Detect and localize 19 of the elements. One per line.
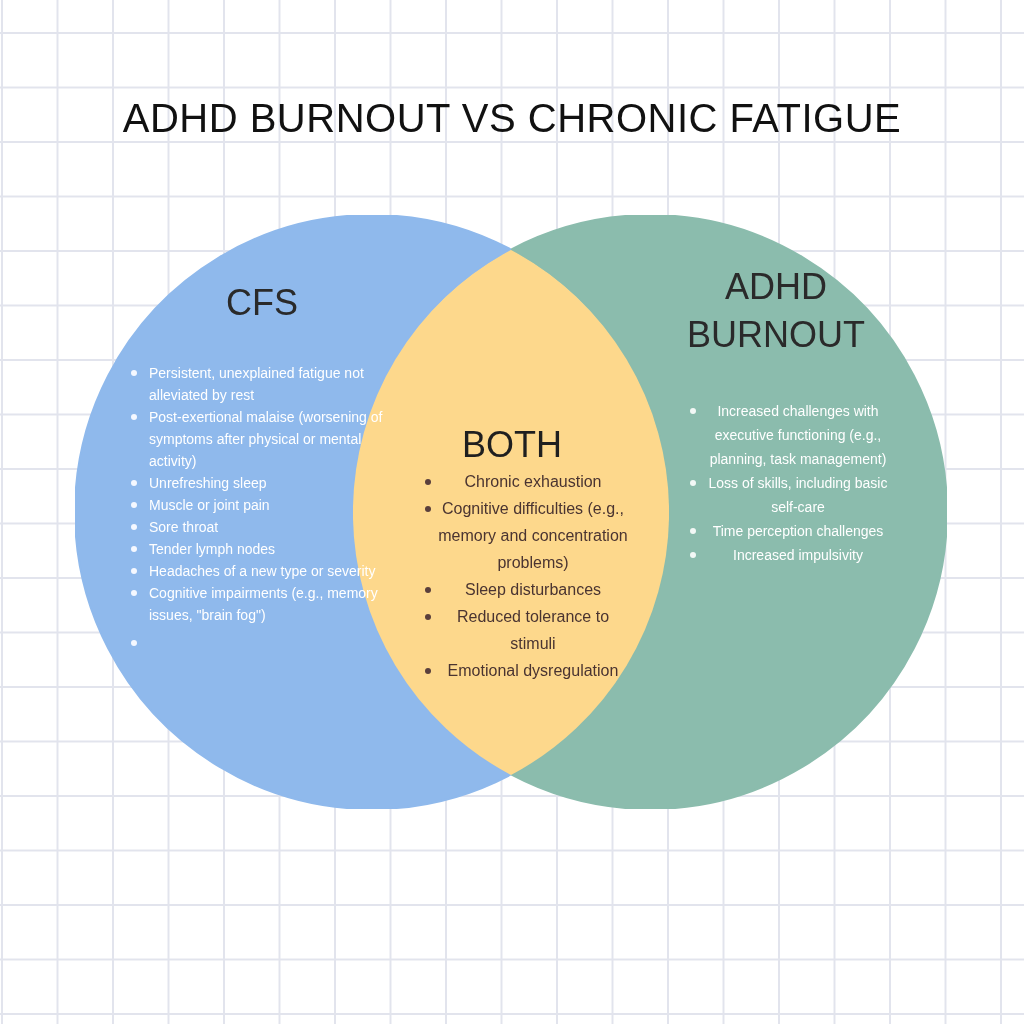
list-item-text: Cognitive difficulties (e.g., memory and concentration problems) [437,499,629,573]
list-item-text: Time perception challenges [711,522,885,541]
list-item-text: Post-exertional malaise (worsening of symptoms after physical or mental activity) [149,408,384,471]
list-item-text: Increased challenges with executive functioning (e.g., planning, task management) [708,402,888,469]
list-item-text: Emotional dysregulation [446,661,620,681]
list-item-text: Loss of skills, including basic self-care [707,474,889,517]
list-item-text: Increased impulsivity [732,546,864,565]
list-item-text: Sore throat [149,518,220,537]
list-item-text: Persistent, unexplained fatigue not alleviated by rest [149,364,365,405]
list-item-text: Sleep disturbances [463,580,603,600]
list-item-text: Reduced tolerance to stimuli [455,607,611,654]
list-item-text: Unrefreshing sleep [149,474,268,493]
section-heading: BOTH [461,423,563,467]
list-item-text: Muscle or joint pain [149,496,271,515]
diagram-title: ADHD BURNOUT VS CHRONIC FATIGUE [121,95,903,142]
list-item-text: Chronic exhaustion [463,472,603,492]
section-heading: CFS [225,281,299,325]
section-heading: ADHD BURNOUT [686,265,866,357]
list-item-text: Tender lymph nodes [149,540,277,559]
